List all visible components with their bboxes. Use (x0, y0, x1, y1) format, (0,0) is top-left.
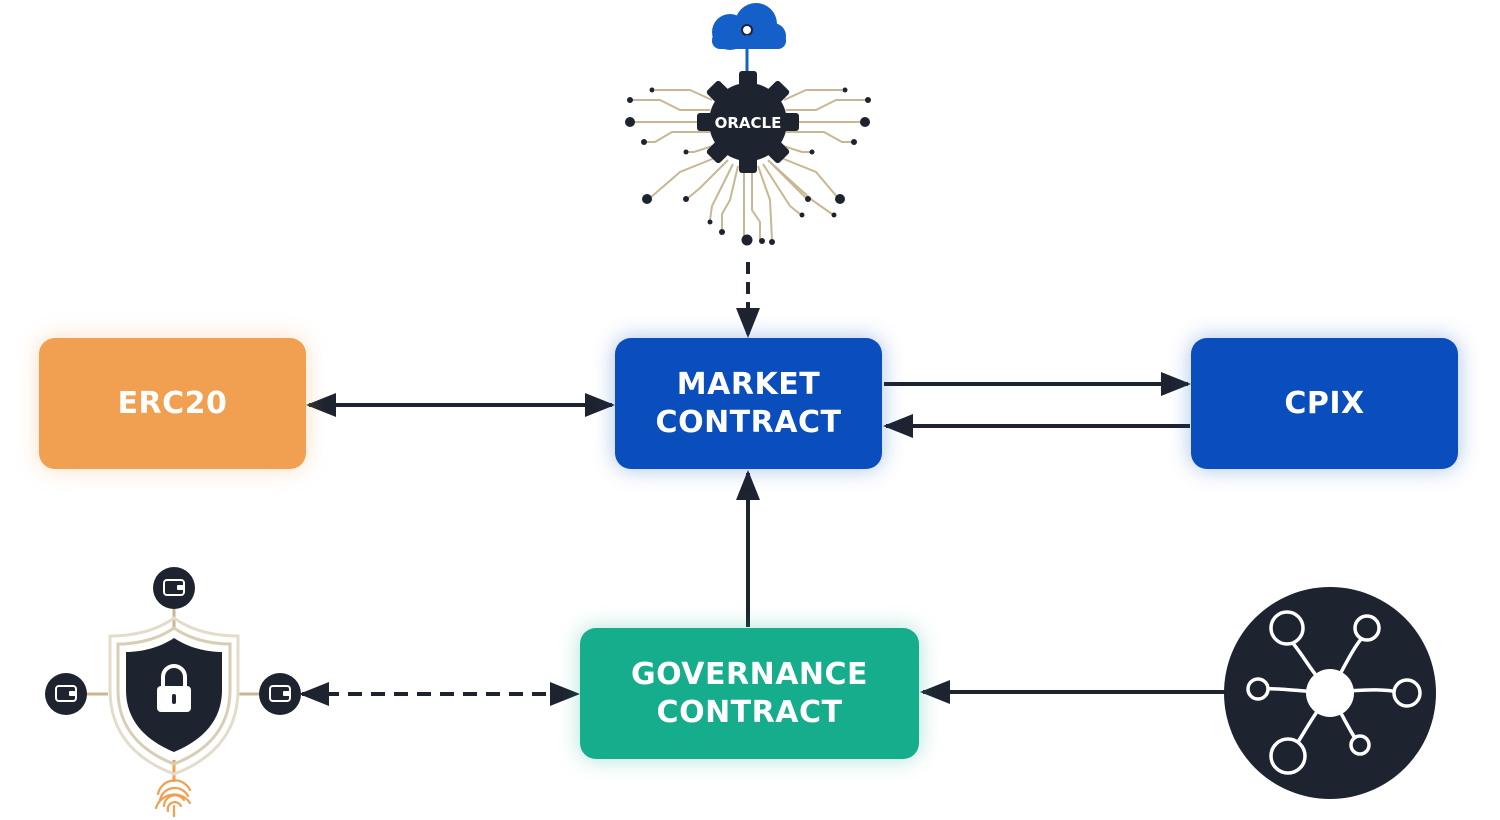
governance-contract-node: GOVERNANCE CONTRACT (580, 628, 919, 759)
lock-icon (157, 664, 191, 712)
wallet-icon-top (153, 567, 195, 609)
market-contract-node: MARKET CONTRACT (615, 338, 882, 469)
cloud-icon (712, 3, 786, 72)
network-icon (1224, 587, 1436, 799)
oracle-label: ORACLE (715, 114, 782, 132)
cpix-node: CPIX (1191, 338, 1458, 469)
governance-contract-label-line2: CONTRACT (656, 694, 843, 730)
governance-contract-label-line1: GOVERNANCE (630, 656, 869, 692)
erc20-node: ERC20 (39, 338, 306, 469)
oracle-icon: ORACLE (625, 3, 871, 246)
wallet-icon-right (259, 673, 301, 715)
market-contract-label-line2: CONTRACT (655, 404, 842, 440)
wallet-icon-left (45, 673, 87, 715)
fingerprint-icon (154, 779, 192, 818)
cpix-label: CPIX (1284, 385, 1365, 421)
security-icon (45, 567, 301, 818)
erc20-label: ERC20 (117, 385, 228, 421)
market-contract-label-line1: MARKET (676, 366, 821, 402)
gear-icon (697, 71, 799, 173)
